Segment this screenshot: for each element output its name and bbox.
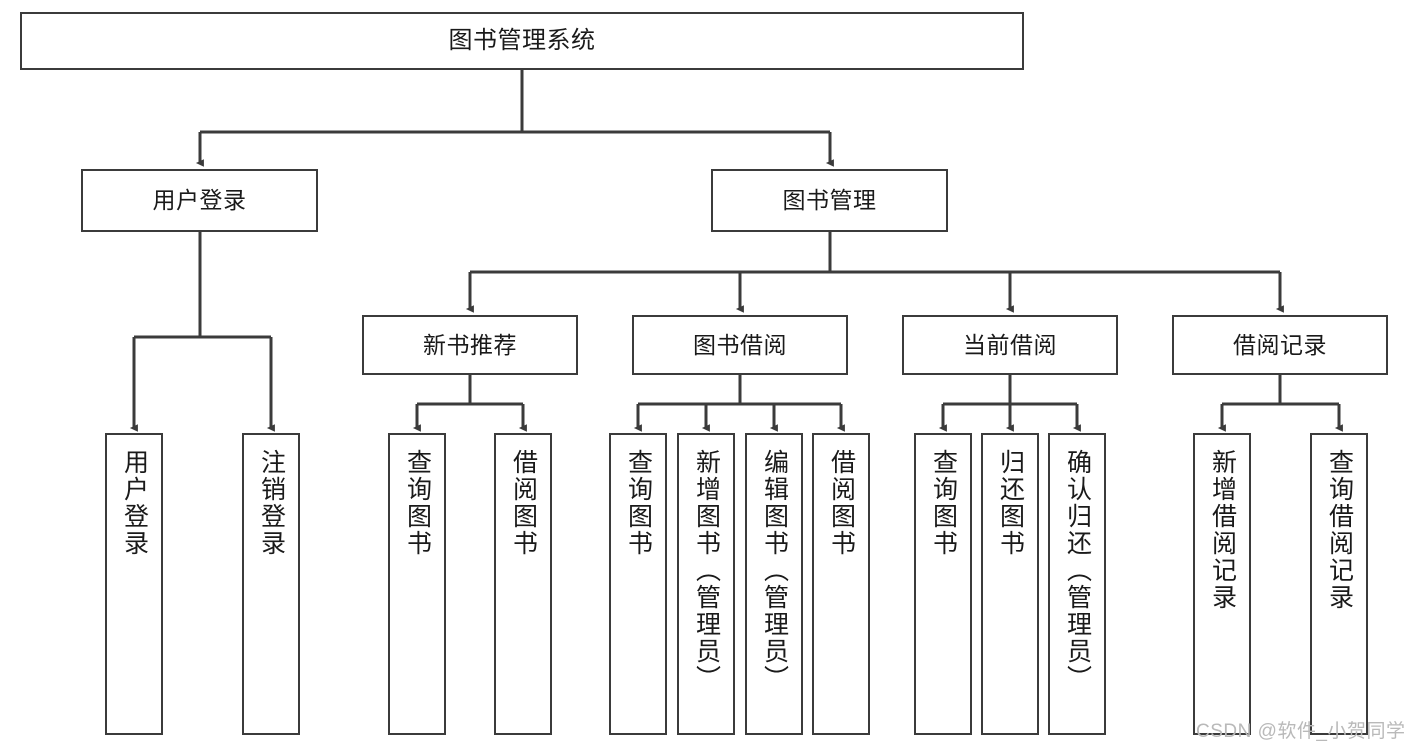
leaf-current-confirm-return-admin[interactable]: 确认归还（管理员） (1048, 433, 1106, 735)
node-label: 注销登录 (257, 449, 286, 557)
leaf-current-return-book[interactable]: 归还图书 (981, 433, 1039, 735)
node-label: 借阅图书 (827, 449, 856, 557)
node-user-login[interactable]: 用户登录 (81, 169, 318, 232)
node-label: 查询借阅记录 (1325, 449, 1354, 611)
node-label: 确认归还（管理员） (1063, 449, 1092, 692)
node-label: 当前借阅 (963, 331, 1057, 358)
node-label: 查询图书 (624, 449, 653, 557)
node-label: 新增图书（管理员） (692, 449, 721, 692)
node-label: 图书管理 (782, 187, 877, 214)
node-book-borrow[interactable]: 图书借阅 (632, 315, 848, 375)
leaf-borrow-query-book[interactable]: 查询图书 (609, 433, 667, 735)
node-label: 图书管理系统 (448, 27, 596, 55)
node-label: 用户登录 (120, 449, 149, 557)
leaf-recommend-borrow-book[interactable]: 借阅图书 (494, 433, 552, 735)
node-current-borrow[interactable]: 当前借阅 (902, 315, 1118, 375)
leaf-record-query-record[interactable]: 查询借阅记录 (1310, 433, 1368, 735)
csdn-watermark: CSDN @软件_小贺同学 (1196, 721, 1405, 742)
node-book-management[interactable]: 图书管理 (711, 169, 948, 232)
node-borrow-record[interactable]: 借阅记录 (1172, 315, 1388, 375)
node-label: 新增借阅记录 (1208, 449, 1237, 611)
node-label: 用户登录 (152, 187, 247, 214)
leaf-user-login-logout[interactable]: 注销登录 (242, 433, 300, 735)
node-new-book-recommend[interactable]: 新书推荐 (362, 315, 578, 375)
node-label: 新书推荐 (423, 331, 517, 358)
leaf-current-query-book[interactable]: 查询图书 (914, 433, 972, 735)
node-label: 借阅记录 (1233, 331, 1327, 358)
node-label: 查询图书 (403, 449, 432, 557)
node-label: 图书借阅 (693, 331, 787, 358)
node-label: 归还图书 (996, 449, 1025, 557)
node-label: 借阅图书 (509, 449, 538, 557)
leaf-borrow-borrow-book[interactable]: 借阅图书 (812, 433, 870, 735)
leaf-recommend-query-book[interactable]: 查询图书 (388, 433, 446, 735)
leaf-user-login-login[interactable]: 用户登录 (105, 433, 163, 735)
leaf-record-add-record[interactable]: 新增借阅记录 (1193, 433, 1251, 735)
node-book-management-system[interactable]: 图书管理系统 (20, 12, 1024, 70)
leaf-borrow-edit-book-admin[interactable]: 编辑图书（管理员） (745, 433, 803, 735)
node-label: 编辑图书（管理员） (760, 449, 789, 692)
node-label: 查询图书 (929, 449, 958, 557)
leaf-borrow-add-book-admin[interactable]: 新增图书（管理员） (677, 433, 735, 735)
